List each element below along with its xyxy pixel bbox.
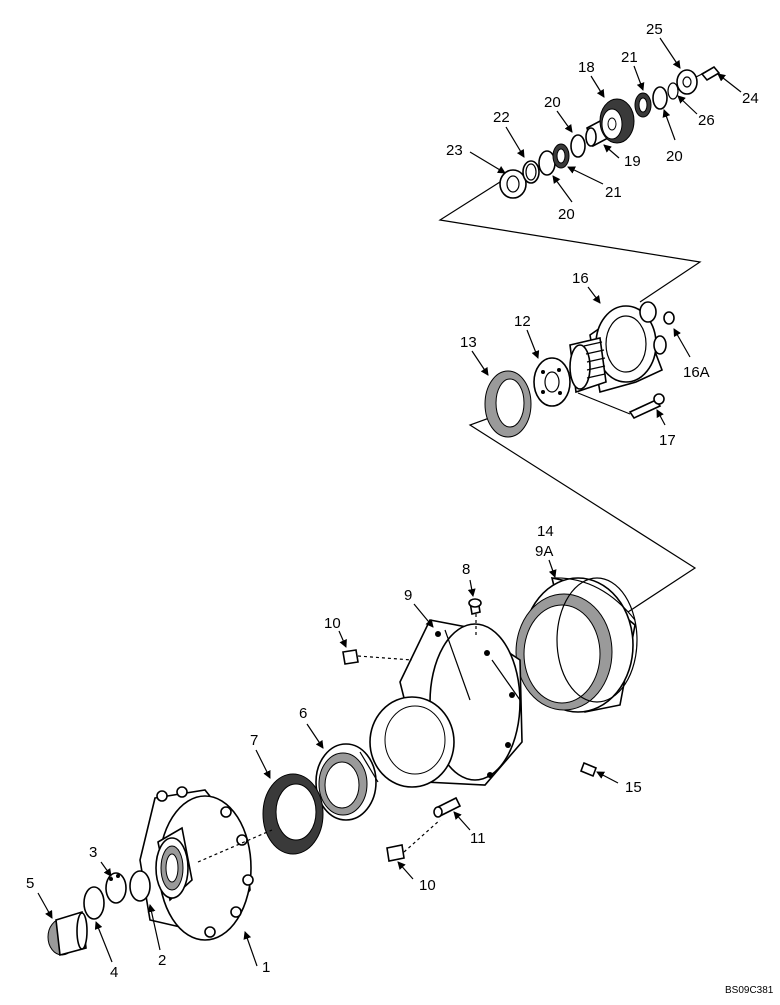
callout-26: 26 [698,112,715,129]
part-10-dowel-upper [342,649,413,665]
callout-10-upper: 10 [324,615,341,632]
callout-1: 1 [262,959,270,976]
part-16a-pin [663,311,675,325]
callout-2: 2 [158,952,166,969]
callout-21-bottom: 21 [605,184,622,201]
callout-21-top: 21 [621,49,638,66]
callout-20-bottom: 20 [558,206,575,223]
part-12-plate [533,357,571,407]
part-21-bearing-lower [552,143,570,169]
part-14-ring-gear [515,576,638,713]
part-1-wheel-hub [139,786,273,941]
part-23-washer [499,169,527,199]
figure-code: BS09C381 [725,985,774,996]
callout-7: 7 [250,732,258,749]
part-18-gear [599,98,635,144]
part-6-bearing [315,743,379,821]
callout-10-lower: 10 [419,877,436,894]
callout-3: 3 [89,844,97,861]
callout-24: 24 [742,90,759,107]
part-24-bolt [695,65,721,82]
callout-6: 6 [299,705,307,722]
callout-20-right: 20 [666,148,683,165]
part-26-ring [667,82,679,100]
part-8-vent-plug [468,598,482,635]
callout-5: 5 [26,875,34,892]
callout-17: 17 [659,432,676,449]
part-20-ring-upper [652,86,668,110]
part-21-bearing-upper [634,92,652,118]
callout-19: 19 [624,153,641,170]
callout-14: 14 [537,523,554,540]
part-9-hub-housing [369,619,523,788]
part-20-ring-middle [570,134,586,158]
callout-leaders [37,37,742,967]
part-2-snap-ring [129,870,151,902]
part-15-plug [579,761,598,778]
callout-20-top: 20 [544,94,561,111]
part-25-washer [676,69,698,95]
part-17-bolt [577,392,665,420]
callout-9a: 9A [535,543,553,560]
part-13-seal-ring [484,370,532,438]
callout-25: 25 [646,21,663,38]
callout-11: 11 [470,830,486,847]
part-11-bolt [433,796,462,818]
callout-16: 16 [572,270,589,287]
part-22-ring [522,160,540,184]
callout-13: 13 [460,334,477,351]
callout-15: 15 [625,779,642,796]
part-7-seal [262,773,324,855]
callout-23: 23 [446,142,463,159]
callout-4: 4 [110,964,118,981]
part-5-cap [47,910,88,957]
callout-18: 18 [578,59,595,76]
callout-9: 9 [404,587,412,604]
part-3-retaining-ring [105,872,127,904]
callout-12: 12 [514,313,531,330]
callout-8: 8 [462,561,470,578]
callout-22: 22 [493,109,510,126]
part-10-dowel-lower [386,819,441,862]
part-16-planet-carrier [569,301,667,394]
part-4-o-ring [83,886,105,920]
callout-16a: 16A [683,364,710,381]
callout-labels: 1 2 3 4 5 6 7 8 9 9A 10 10 11 12 13 14 1… [26,21,774,996]
